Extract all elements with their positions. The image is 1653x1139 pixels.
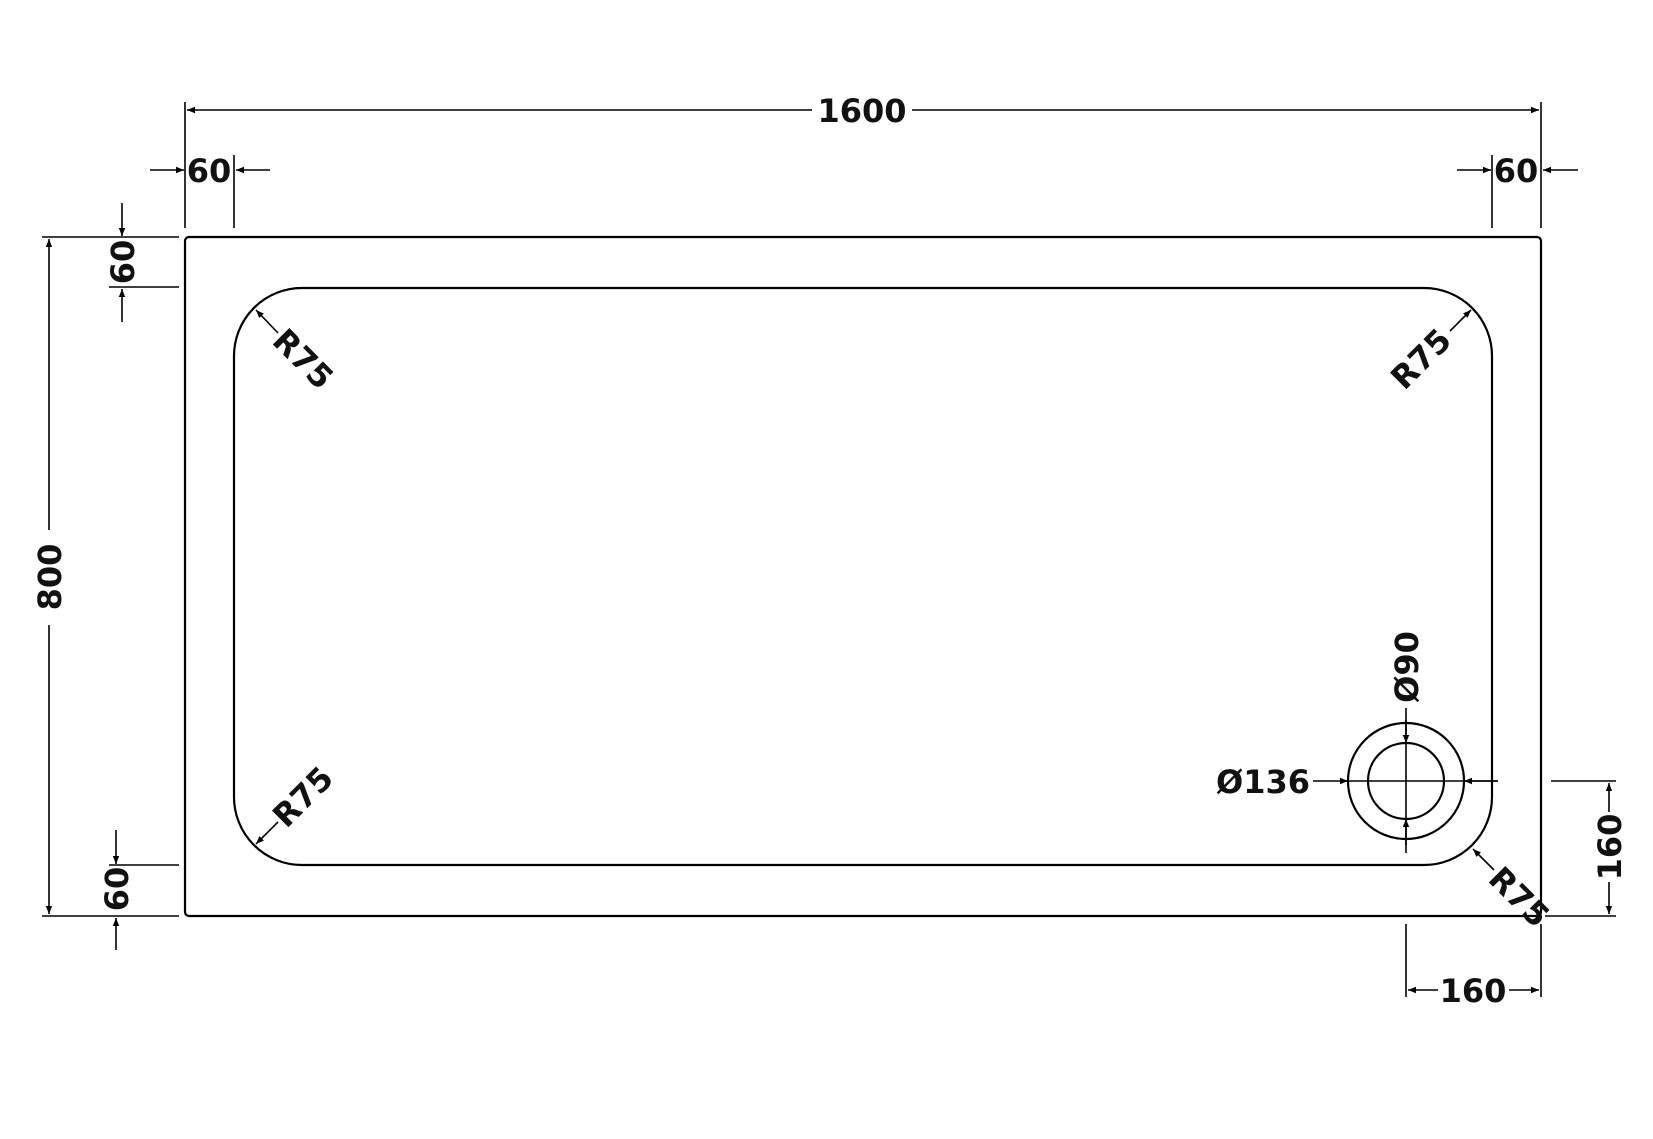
waste-outer-diameter-label: Ø136: [1216, 763, 1310, 801]
tray-outer-outline: [183, 235, 1543, 918]
dimension-rim-right: [1457, 155, 1578, 228]
dimension-waste-offset-x: [1405, 924, 1542, 997]
dimension-rim-right-label: 60: [1494, 152, 1539, 190]
waste-outlet: [1313, 708, 1498, 853]
dimension-width: [42, 236, 179, 917]
dimension-rim-bottom: [109, 830, 179, 950]
dimension-width-label: 800: [31, 544, 69, 611]
waste-inner-diameter-label: Ø90: [1388, 631, 1426, 703]
dimension-rim-left-label: 60: [187, 152, 232, 190]
radius-label-bottom-right: R75: [1481, 859, 1557, 935]
tray-inner-outline: [232, 286, 1494, 867]
dimension-rim-top: [109, 203, 179, 322]
dimension-length: [184, 102, 1542, 228]
radius-label-top-right: R75: [1383, 321, 1459, 397]
dimension-waste-offset-y: [1545, 780, 1616, 917]
dimension-rim-top-label: 60: [104, 240, 142, 285]
dimension-waste-offset-y-label: 160: [1591, 814, 1629, 881]
dimension-waste-offset-x-label: 160: [1440, 972, 1507, 1010]
dimension-rim-bottom-label: 60: [98, 867, 136, 912]
dimension-length-label: 1600: [817, 92, 906, 130]
dimension-rim-left: [150, 155, 270, 228]
